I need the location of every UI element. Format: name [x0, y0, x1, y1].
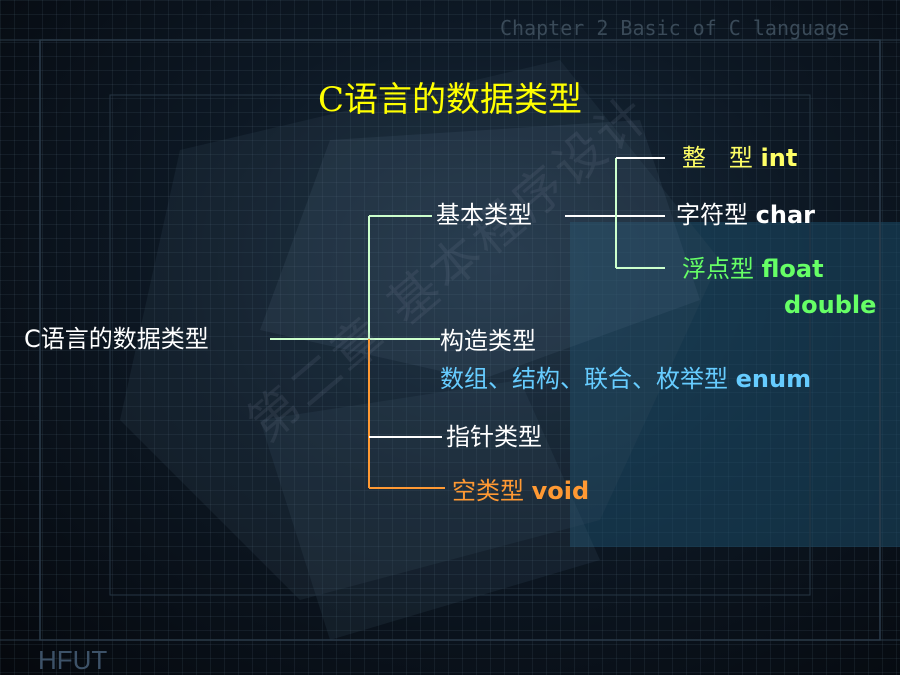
root-label: C语言的数据类型 [24, 325, 209, 353]
chapter-caption: Chapter 2 Basic of C language [500, 16, 850, 40]
node-constructed-type: 构造类型 [440, 326, 536, 356]
bg-polygon-1 [120, 60, 720, 600]
basic-type-label: 基本类型 [436, 201, 532, 229]
node-double: double [784, 290, 876, 320]
node-void-type: 空类型 void [452, 476, 589, 506]
blue-panel [570, 222, 900, 547]
double-en-label: double [784, 291, 877, 319]
char-en-label: char [755, 201, 815, 229]
frame-inner [109, 94, 811, 596]
char-cn-label: 字符型 [676, 201, 748, 229]
node-char: 字符型 char [676, 200, 815, 230]
float-en-label: float [761, 255, 824, 283]
enum-en-label: enum [735, 365, 812, 393]
node-constructed-detail: 数组、结构、联合、枚举型 enum [440, 364, 811, 394]
float-cn-label: 浮点型 [682, 255, 754, 283]
node-pointer-type: 指针类型 [446, 422, 542, 452]
bg-polygon-3 [260, 380, 600, 640]
page-title: C语言的数据类型 [317, 80, 582, 120]
node-float: 浮点型 float [682, 254, 824, 284]
void-cn-label: 空类型 [452, 477, 524, 505]
int-cn-label: 整 型 [682, 144, 753, 172]
root-node: C语言的数据类型 [24, 324, 209, 354]
constructed-detail-label: 数组、结构、联合、枚举型 [440, 365, 728, 393]
constructed-type-label: 构造类型 [440, 327, 536, 355]
node-int: 整 型 int [682, 143, 797, 173]
pointer-type-label: 指针类型 [446, 423, 542, 451]
hfut-logo-text: HFUT [38, 645, 108, 675]
node-basic-type: 基本类型 [436, 200, 532, 230]
tree-connectors [270, 157, 665, 489]
int-en-label: int [760, 144, 798, 172]
void-en-label: void [531, 477, 590, 505]
